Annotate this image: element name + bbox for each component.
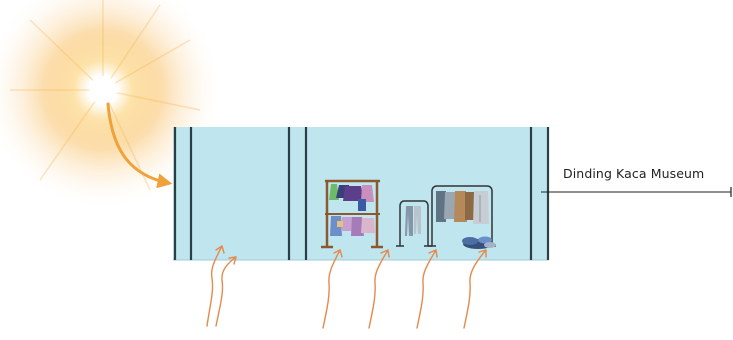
light-ray-arrow bbox=[369, 250, 389, 328]
folded-clothes-icon bbox=[462, 237, 496, 250]
light-ray-arrow bbox=[464, 250, 486, 328]
light-ray-arrow bbox=[216, 257, 236, 326]
light-ray-arrow bbox=[323, 250, 342, 328]
wall-label: Dinding Kaca Museum bbox=[563, 166, 704, 181]
wall-label-pointer bbox=[541, 187, 731, 197]
light-ray-arrow bbox=[417, 250, 437, 328]
